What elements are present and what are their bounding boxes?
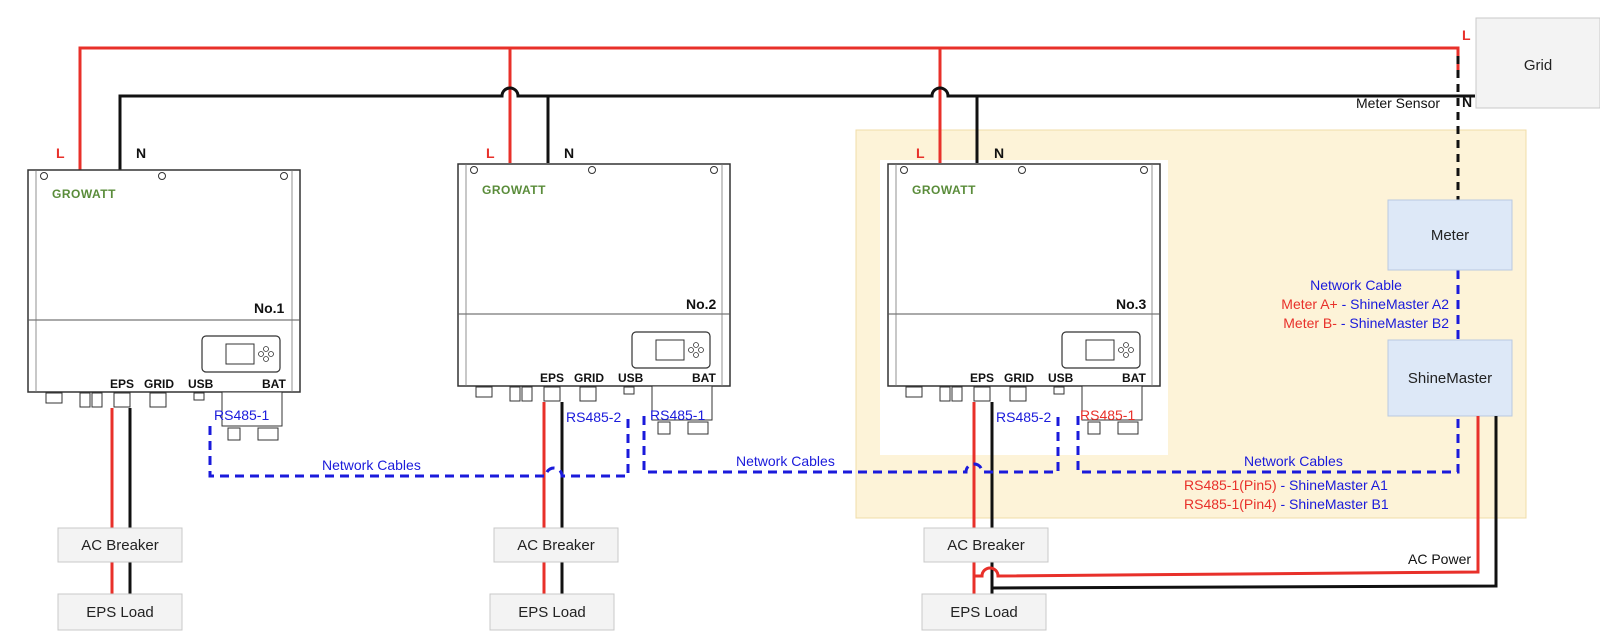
network-cables-label-2: Network Cables — [736, 453, 835, 469]
ac-power-live-wire — [974, 416, 1480, 578]
ac-power-neutral-wire — [991, 416, 1498, 590]
inverter-2-N-label: N — [564, 145, 574, 161]
inverter-2: L N GROWATT No.2 EPS GRID USB BAT RS485-… — [457, 145, 731, 435]
inverter-3-port-usb: USB — [1048, 371, 1074, 385]
inverter-3-N-label: N — [994, 145, 1004, 161]
inverter-3-port-eps: EPS — [970, 371, 994, 385]
grid-L-label: L — [1462, 27, 1471, 43]
inverter-2-brand-logo: GROWATT — [482, 183, 546, 197]
inverter-1: L N GROWATT No.1 EPS GRID USB BAT RS485-… — [27, 145, 301, 441]
inverter-2-port-bat: BAT — [692, 371, 716, 385]
rs485-pin5-mapping: RS485-1(Pin5) - ShineMaster A1 — [1184, 477, 1388, 493]
inverter-1-port-eps: EPS — [110, 377, 134, 391]
inverter-2-number: No.2 — [686, 296, 717, 312]
ac-breaker-1 — [57, 527, 183, 563]
inverter-1-number: No.1 — [254, 300, 285, 316]
eps-load-3-label: EPS Load — [950, 604, 1018, 621]
inverter-1-port-grid: GRID — [144, 377, 174, 391]
inverter-3-port-bat: BAT — [1122, 371, 1146, 385]
shinemaster-box — [1387, 339, 1513, 417]
meter-sensor-label: Meter Sensor — [1356, 95, 1440, 111]
rs485-pin5: RS485-1(Pin5) — [1184, 477, 1277, 493]
meter-b-mapping: Meter B- - ShineMaster B2 — [1283, 315, 1449, 331]
inverter-3-brand-logo: GROWATT — [912, 183, 976, 197]
eps-load-1-label: EPS Load — [86, 604, 154, 621]
grid-label: Grid — [1524, 57, 1552, 74]
eps-load-3 — [921, 593, 1047, 631]
inverter-3-L-label: L — [916, 145, 925, 161]
eps-load-1 — [57, 593, 183, 631]
inverter-2-port-grid: GRID — [574, 371, 604, 385]
inverter-3: L N GROWATT No.3 EPS GRID USB BAT RS485-… — [887, 145, 1161, 435]
eps-load-2 — [489, 593, 615, 631]
inverter-3-port-grid: GRID — [1004, 371, 1034, 385]
inverter-1-brand-logo: GROWATT — [52, 187, 116, 201]
inverter-2-port-usb: USB — [618, 371, 644, 385]
inverter-1-N-label: N — [136, 145, 146, 161]
inverter-1-L-label: L — [56, 145, 65, 161]
inverter-3-rs485-1-label: RS485-1 — [1080, 407, 1135, 423]
network-cable-title: Network Cable — [1310, 277, 1402, 293]
inverter-3-rs485-2-label: RS485-2 — [996, 409, 1051, 425]
ac-breaker-3-label: AC Breaker — [947, 537, 1025, 554]
shinemaster-a2: - ShineMaster A2 — [1338, 296, 1449, 312]
inverter-2-L-label: L — [486, 145, 495, 161]
shinemaster-b2: - ShineMaster B2 — [1337, 315, 1449, 331]
shinemaster-a1: - ShineMaster A1 — [1277, 477, 1388, 493]
rs485-pin4-mapping: RS485-1(Pin4) - ShineMaster B1 — [1184, 496, 1389, 512]
network-cable-1-2 — [208, 416, 630, 478]
ac-power-label: AC Power — [1408, 551, 1471, 567]
shinemaster-b1: - ShineMaster B1 — [1277, 496, 1389, 512]
rs485-pin4: RS485-1(Pin4) — [1184, 496, 1277, 512]
ac-breaker-2 — [493, 527, 619, 563]
ac-breaker-1-label: AC Breaker — [81, 537, 159, 554]
grid-N-label: N — [1462, 94, 1472, 110]
inverter-3-number: No.3 — [1116, 296, 1147, 312]
ac-breaker-3 — [923, 527, 1049, 563]
grid-box — [1475, 17, 1600, 109]
inverter-1-port-usb: USB — [188, 377, 214, 391]
meter-a-plus: Meter A+ — [1281, 296, 1337, 312]
network-cable-2-3 — [642, 416, 1060, 474]
inverter-1-port-bat: BAT — [262, 377, 286, 391]
network-cable-3-shinemaster — [1076, 416, 1460, 474]
inverter-1-rs485-1-label: RS485-1 — [214, 407, 269, 423]
meter-a-mapping: Meter A+ - ShineMaster A2 — [1281, 296, 1449, 312]
ac-breaker-2-label: AC Breaker — [517, 537, 595, 554]
inverter-2-rs485-2-label: RS485-2 — [566, 409, 621, 425]
meter-box — [1387, 199, 1513, 271]
neutral-bus-line — [118, 86, 1475, 170]
network-cables-label-1: Network Cables — [322, 457, 421, 473]
network-cables-label-3: Network Cables — [1244, 453, 1343, 469]
inverter-2-port-eps: EPS — [540, 371, 564, 385]
meter-label: Meter — [1431, 227, 1469, 244]
eps-load-2-label: EPS Load — [518, 604, 586, 621]
shinemaster-label: ShineMaster — [1408, 370, 1492, 387]
inverter-2-rs485-1-label: RS485-1 — [650, 407, 705, 423]
meter-b-minus: Meter B- — [1283, 315, 1337, 331]
